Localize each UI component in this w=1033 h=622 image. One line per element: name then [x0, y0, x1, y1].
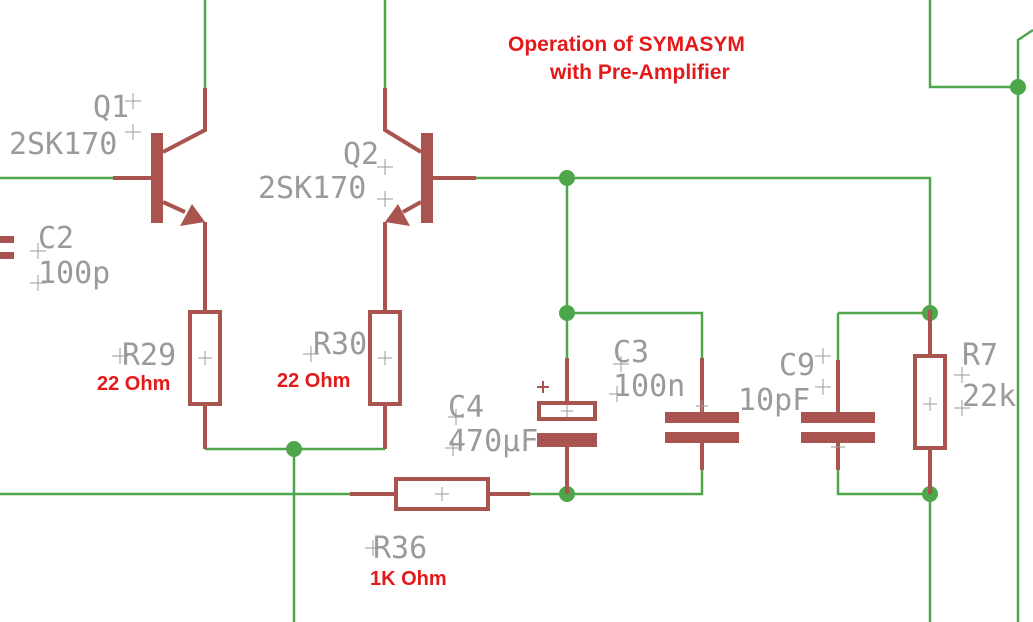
title-line-1: Operation of SYMASYM: [508, 33, 745, 56]
q1-name-label: Q1: [93, 90, 129, 125]
q2-name-label: Q2: [343, 137, 379, 172]
capacitor-c3-symbol: [665, 358, 739, 470]
r7-name-label: R7: [962, 338, 998, 373]
c2-name-label: C2: [38, 221, 74, 256]
c4-name-label: C4: [448, 390, 484, 425]
r36-name-label: R36: [373, 531, 427, 566]
transistor-q1-symbol: [113, 88, 207, 312]
resistor-r29-symbol: [188, 310, 222, 449]
resistor-r30-symbol: [368, 310, 402, 449]
junction-dot: [559, 170, 575, 186]
c3-value-label: 100n: [613, 369, 685, 404]
transistor-q2-symbol: [383, 88, 476, 312]
r30-note-label: 22 Ohm: [277, 370, 350, 392]
label-origin-marks: [30, 93, 970, 556]
capacitor-c2-symbol: [0, 236, 14, 259]
q1-value-label: 2SK170: [9, 127, 117, 162]
c2-value-label: 100p: [38, 256, 110, 291]
q2-value-label: 2SK170: [258, 171, 366, 206]
r29-note-label: 22 Ohm: [97, 373, 170, 395]
c3-name-label: C3: [613, 335, 649, 370]
title-line-2: with Pre-Amplifier: [549, 61, 730, 84]
resistor-r7-symbol: [913, 310, 947, 494]
junction-dot: [559, 305, 575, 321]
r36-note-label: 1K Ohm: [370, 568, 447, 590]
r29-name-label: R29: [122, 338, 176, 373]
c4-value-label: 470µF: [448, 424, 538, 459]
resistor-r36-symbol: [350, 477, 530, 511]
junction-dot: [1010, 79, 1026, 95]
r7-value-label: 22k: [962, 379, 1016, 414]
capacitor-c4-symbol: [537, 358, 597, 494]
junction-dot: [286, 441, 302, 457]
r30-name-label: R30: [313, 327, 367, 362]
c9-name-label: C9: [779, 348, 815, 383]
capacitor-c9-symbol: [801, 360, 875, 470]
c9-value-label: 10pF: [738, 383, 810, 418]
